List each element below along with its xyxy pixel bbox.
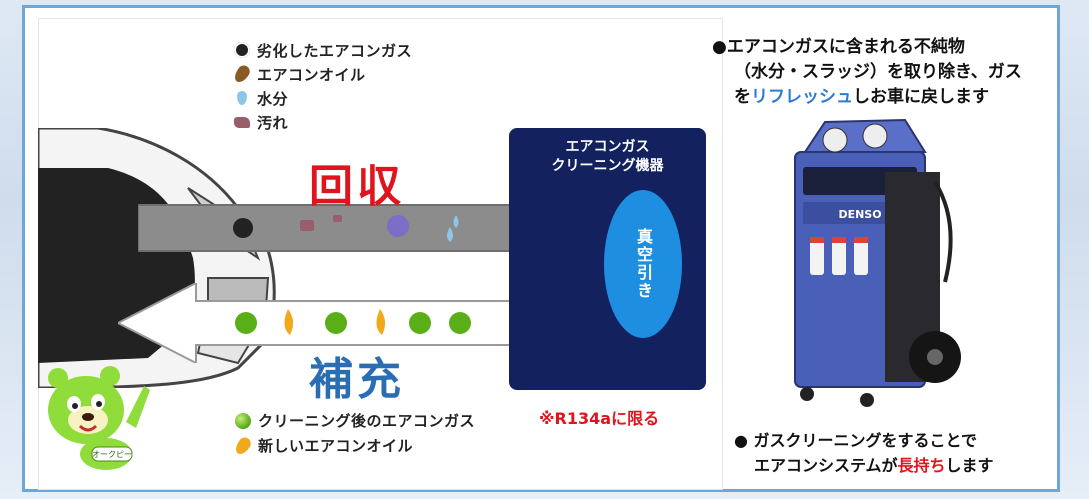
- dirty-gas-icon: [233, 218, 253, 238]
- dirt-icon: [234, 117, 250, 128]
- durability-emphasis: 長持ち: [897, 456, 946, 475]
- machine-box-title: エアコンガス クリーニング機器: [509, 138, 706, 176]
- new-oil-icon: [376, 309, 386, 335]
- recovery-heading: 回収: [309, 161, 405, 212]
- r134a-note: ※R134aに限る: [539, 409, 660, 428]
- new-oil-icon: [232, 434, 254, 457]
- mascot-tag-text: オークピー: [92, 450, 132, 459]
- description-line: ●エアコンガスに含まれる不純物: [712, 37, 965, 57]
- water-drop-icon: [447, 227, 453, 242]
- legend-item-water: 水分: [233, 86, 412, 110]
- legend-label: 劣化したエアコンガス: [257, 41, 413, 60]
- description-text: しお車に戻します: [853, 87, 989, 107]
- recovery-arrow: [138, 185, 608, 271]
- description-text: エアコンシステムが: [754, 456, 898, 475]
- dirty-gas-icon: [387, 215, 409, 237]
- description-text: します: [945, 456, 994, 475]
- refresh-description: ●エアコンガスに含まれる不純物 （水分・スラッジ）を取り除き、ガス をリフレッシ…: [712, 35, 1022, 110]
- gas-cleaning-machine-image: DENSO: [794, 118, 961, 407]
- machine-box-title-line: エアコンガス: [565, 139, 650, 155]
- oil-drop-icon: [231, 63, 253, 85]
- legend-label: 水分: [257, 89, 289, 108]
- water-drop-icon: [237, 91, 247, 105]
- legend-item-oil: エアコンオイル: [231, 62, 412, 86]
- description-line: ● ガスクリーニングをすることで: [734, 431, 978, 450]
- refill-legend: クリーニング後のエアコンガス 新しいエアコンオイル: [232, 408, 475, 458]
- cleaning-machine-box: エアコンガス クリーニング機器 真空引き: [509, 128, 706, 390]
- dirty-gas-icon: [234, 42, 250, 58]
- legend-item-new-oil: 新しいエアコンオイル: [232, 433, 475, 458]
- dirt-icon: [333, 215, 342, 222]
- description-line: エアコンシステムが長持ちします: [734, 453, 994, 478]
- clean-gas-icon: [449, 312, 471, 334]
- brand-logo-text: DENSO: [838, 208, 881, 221]
- legend-label: 新しいエアコンオイル: [258, 437, 414, 455]
- clean-gas-icon: [235, 412, 251, 429]
- description-line: （水分・スラッジ）を取り除き、ガス: [734, 62, 1022, 82]
- refresh-emphasis: リフレッシュ: [751, 87, 853, 107]
- legend-label: エアコンオイル: [257, 65, 366, 84]
- new-oil-icon: [284, 309, 294, 335]
- legend-label: クリーニング後のエアコンガス: [258, 412, 476, 430]
- legend-item-dirty-gas: 劣化したエアコンガス: [233, 38, 412, 62]
- contaminant-legend: 劣化したエアコンガス エアコンオイル 水分 汚れ: [231, 38, 412, 134]
- legend-item-clean-gas: クリーニング後のエアコンガス: [234, 408, 475, 433]
- machine-box-title-line: クリーニング機器: [551, 158, 664, 174]
- durability-description: ● ガスクリーニングをすることで エアコンシステムが長持ちします: [734, 428, 994, 478]
- description-text: を: [734, 87, 751, 107]
- legend-item-dirt: 汚れ: [233, 110, 412, 134]
- description-line: をリフレッシュしお車に戻します: [712, 85, 1022, 110]
- vacuum-ellipse: 真空引き: [604, 190, 682, 338]
- dirt-icon: [300, 220, 314, 231]
- mascot-character: オークピー: [48, 366, 150, 470]
- clean-gas-icon: [235, 312, 257, 334]
- water-drop-icon: [453, 215, 459, 228]
- refill-heading: 補充: [309, 354, 405, 405]
- clean-gas-icon: [409, 312, 431, 334]
- refill-arrow: [118, 283, 588, 363]
- legend-label: 汚れ: [257, 113, 289, 132]
- clean-gas-icon: [325, 312, 347, 334]
